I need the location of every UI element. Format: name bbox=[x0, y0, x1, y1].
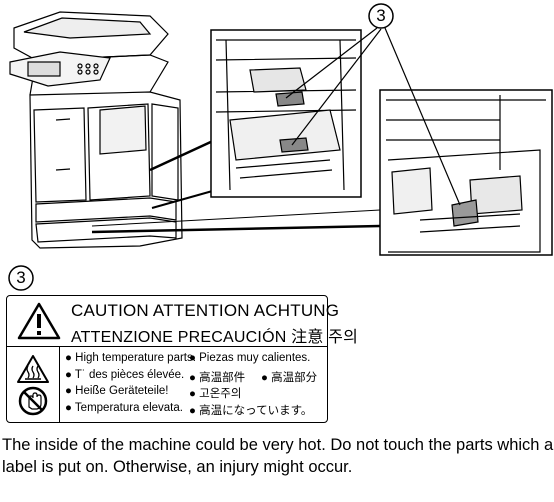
hot-surface-icon bbox=[17, 355, 49, 383]
caution-label-header: CAUTION ATTENTION ACHTUNG ATTENZIONE PRE… bbox=[7, 296, 358, 347]
warning-row: ● High temperature parts. ● Piezas muy c… bbox=[65, 352, 311, 364]
warning-row: ● T˙ des pièces élevée. ● 高温部件 ● 高温部分 bbox=[65, 368, 318, 384]
callout-number-label: 3 bbox=[6, 263, 36, 293]
warning-triangle-icon bbox=[17, 302, 61, 340]
symbol-column bbox=[7, 346, 60, 422]
copier-body bbox=[29, 91, 183, 249]
inset-detail-1 bbox=[210, 29, 362, 198]
caution-title-line2: ATTENZIONE PRECAUCIÓN 注意 주의 bbox=[71, 329, 359, 346]
caption-text: The inside of the machine could be very … bbox=[2, 436, 554, 476]
caution-title-line1: CAUTION ATTENTION ACHTUNG bbox=[71, 301, 340, 320]
copier-illustration bbox=[9, 11, 553, 256]
callout-number-top: 3 bbox=[366, 1, 396, 31]
caution-label: CAUTION ATTENTION ACHTUNG ATTENZIONE PRE… bbox=[6, 295, 358, 423]
no-touch-icon bbox=[18, 386, 48, 416]
warning-text-rows: ● High temperature parts. ● Piezas muy c… bbox=[65, 352, 323, 418]
warning-row: ● Heiße Geräteteile! ● 고온주의 bbox=[65, 385, 242, 400]
warning-row: ● Temperatura elevata. ● 高温になっています。 bbox=[65, 401, 313, 417]
caution-label-body: ● High temperature parts. ● Piezas muy c… bbox=[7, 346, 327, 422]
